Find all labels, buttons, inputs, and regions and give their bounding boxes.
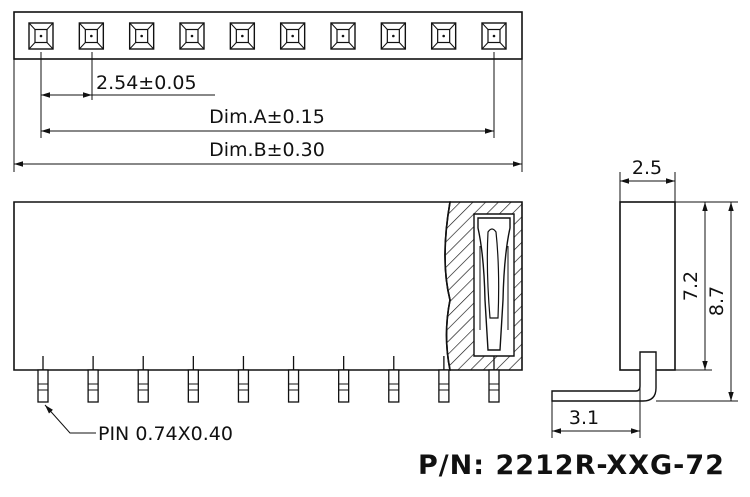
top-contact-cavity	[430, 22, 457, 50]
top-contact-cavity	[179, 22, 205, 50]
front-pin	[37, 356, 49, 403]
width-label: 2.5	[632, 157, 662, 179]
pitch-dimension-label: 2.54±0.05	[96, 72, 197, 94]
top-contact-cavity	[380, 22, 407, 50]
front-view: PIN 0.74X0.40	[13, 201, 523, 445]
total-height-label: 8.7	[706, 286, 728, 316]
top-view: 2.54±0.05 Dim.A±0.15 Dim.B±0.30	[13, 11, 523, 172]
height-label: 7.2	[680, 271, 702, 301]
front-view-pins	[37, 356, 500, 403]
side-view: 2.5 7.2 8.7 3.1	[551, 157, 738, 438]
pin-leader-line	[44, 404, 96, 434]
top-contact-cavity	[279, 22, 306, 50]
pin-label: PIN 0.74X0.40	[98, 423, 233, 445]
top-view-body	[13, 11, 523, 60]
side-view-body	[619, 201, 676, 371]
top-contact-cavity	[330, 22, 356, 50]
dim-b-label: Dim.B±0.30	[209, 139, 325, 161]
front-pin	[287, 356, 300, 403]
top-contact-cavity	[229, 22, 256, 50]
part-number: P/N: 2212R-XXG-72	[418, 450, 725, 481]
top-contact-cavity	[128, 22, 155, 50]
front-pin	[187, 356, 199, 403]
front-pin	[137, 356, 149, 403]
front-view-body-outline	[13, 201, 451, 371]
top-contact-cavity	[78, 22, 105, 50]
top-contact-cavity	[481, 22, 507, 50]
leg-label: 3.1	[569, 407, 599, 429]
contact-spring-inner	[486, 228, 500, 319]
top-contact-cavity	[28, 22, 54, 50]
front-pin	[438, 356, 450, 403]
front-pin	[488, 356, 500, 403]
top-view-contacts	[28, 22, 507, 50]
dim-a-label: Dim.A±0.15	[209, 106, 325, 128]
front-pin	[338, 356, 350, 403]
front-pin	[237, 356, 250, 403]
front-pin	[388, 356, 400, 403]
front-pin	[87, 356, 99, 403]
